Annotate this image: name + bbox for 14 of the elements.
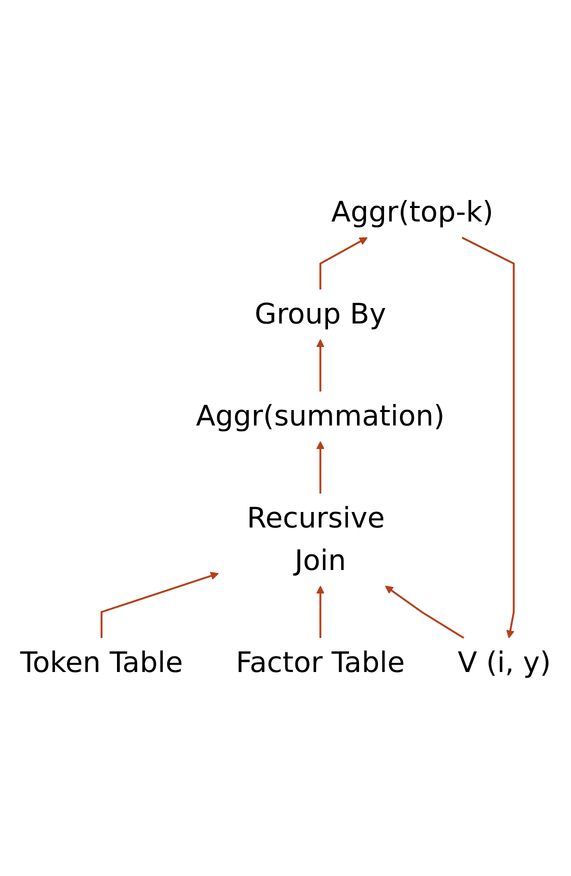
node-text: Token Table [20,646,183,680]
arrow [316,441,325,494]
node-text: Aggr(summation) [196,400,445,434]
arrow [316,586,325,638]
node-text: Recursive Join [246,502,385,578]
node-text: V (i, y) [458,646,551,680]
arrow [384,586,464,639]
node-text: Aggr(top-k) [331,196,494,230]
node-text: Group By [254,298,386,332]
arrow [100,572,219,638]
arrow [462,236,515,639]
arrow [319,237,368,290]
arrow [316,339,325,392]
node-text: Factor Table [236,646,405,680]
